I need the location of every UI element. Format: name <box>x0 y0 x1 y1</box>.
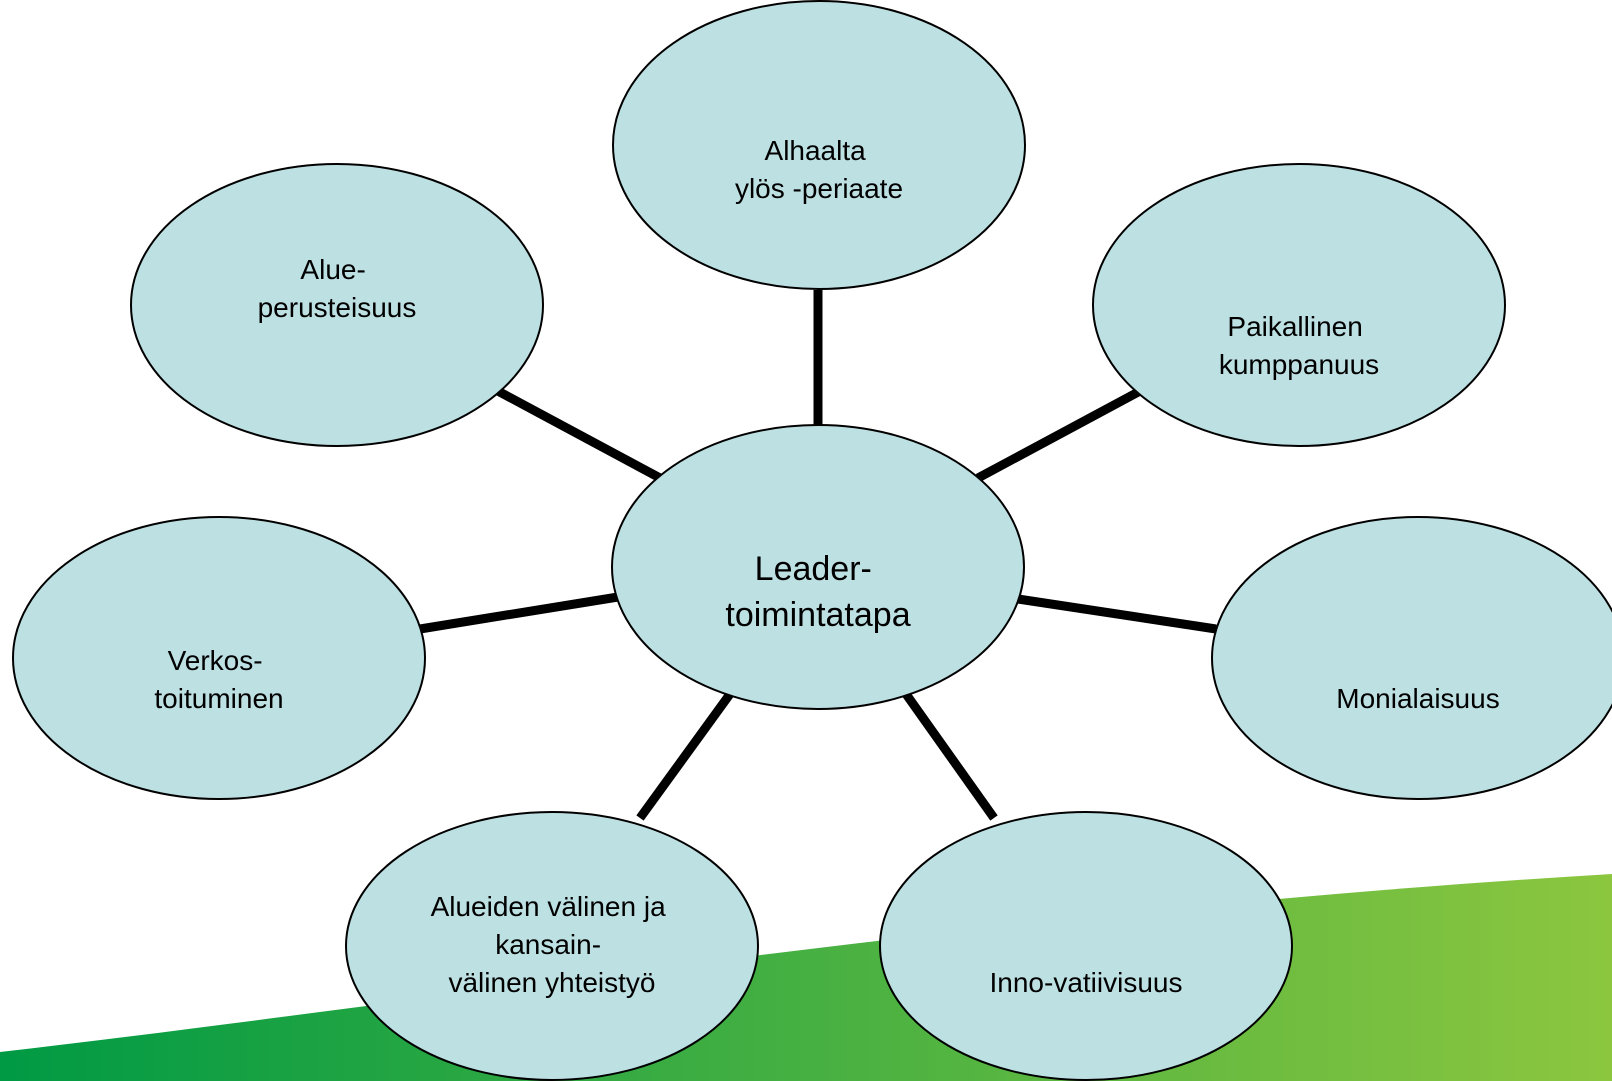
node-alhaalta: Alhaalta ylös -periaate <box>612 0 1026 290</box>
node-label: Paikallinen kumppanuus <box>1219 311 1379 380</box>
node-ellipse <box>1092 163 1506 447</box>
node-label: Alue- perusteisuus <box>258 254 417 323</box>
node-ellipse <box>612 0 1026 290</box>
node-ellipse <box>130 163 544 447</box>
node-ellipse <box>879 811 1293 1081</box>
connector-verkostoituminen <box>419 592 619 634</box>
node-alueperusteisuus: Alue- perusteisuus <box>130 163 544 447</box>
node-label: Alhaalta ylös -periaate <box>735 135 903 204</box>
connector-innovatiivisuus <box>902 691 998 821</box>
node-label: Verkos- toituminen <box>154 645 283 714</box>
connector-monialaisuus <box>1017 594 1217 634</box>
node-yhteistyo: Alueiden välinen ja kansain- välinen yht… <box>345 811 759 1081</box>
connector-paikallinen <box>975 386 1145 482</box>
node-label: Inno-vatiivisuus <box>990 967 1183 998</box>
node-label: Alueiden välinen ja kansain- välinen yht… <box>431 891 674 998</box>
center-node-leader: Leader- toimintatapa <box>611 424 1025 710</box>
connector-alueperusteisuus <box>493 386 663 482</box>
node-verkostoituminen: Verkos- toituminen <box>12 516 426 800</box>
connector-yhteistyo <box>636 691 734 821</box>
node-paikallinen: Paikallinen kumppanuus <box>1092 163 1506 447</box>
center-label: Leader- toimintatapa <box>725 550 910 634</box>
node-ellipse <box>345 811 759 1081</box>
node-label: Monialaisuus <box>1336 683 1499 714</box>
node-monialaisuus: Monialaisuus <box>1211 516 1612 800</box>
node-ellipse <box>12 516 426 800</box>
node-innovatiivisuus: Inno-vatiivisuus <box>879 811 1293 1081</box>
connector-group <box>419 290 1217 821</box>
center-ellipse <box>611 424 1025 710</box>
green-swoosh-band <box>0 874 1612 1081</box>
node-ellipse <box>1211 516 1612 800</box>
